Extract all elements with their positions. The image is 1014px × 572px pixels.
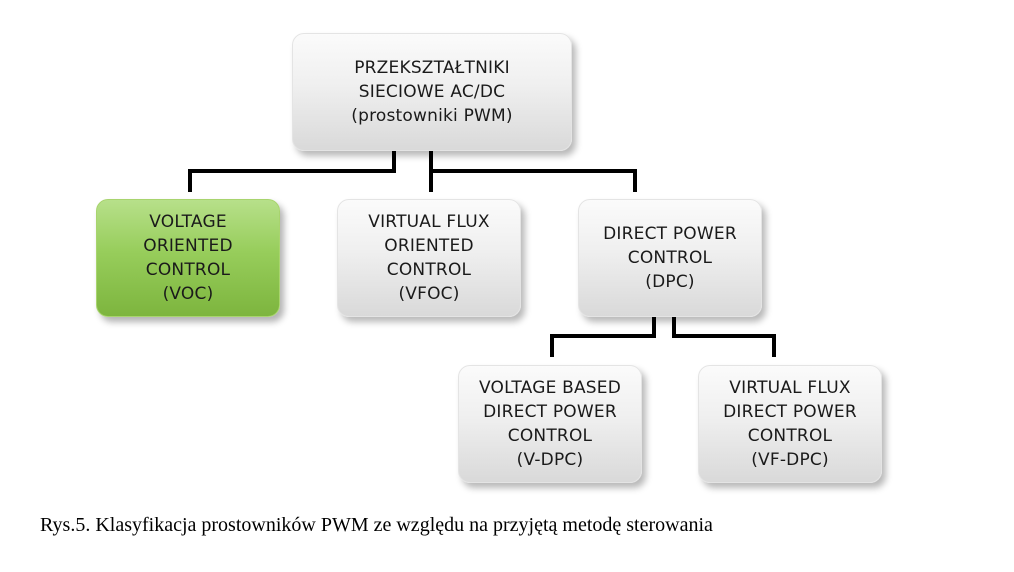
node-vfoc: VIRTUAL FLUX ORIENTED CONTROL (VFOC) bbox=[337, 199, 521, 317]
node-voc-line: (VOC) bbox=[162, 284, 214, 304]
connector-root-to-dpc bbox=[429, 169, 637, 173]
node-vdpc-line: DIRECT POWER bbox=[483, 402, 617, 422]
node-dpc: DIRECT POWER CONTROL (DPC) bbox=[578, 199, 762, 317]
node-dpc-line: DIRECT POWER bbox=[603, 224, 737, 244]
node-vfoc-line: ORIENTED bbox=[384, 236, 474, 256]
node-root-line: PRZEKSZTAŁTNIKI bbox=[354, 58, 510, 78]
connector-root-to-dpc bbox=[633, 169, 637, 192]
node-vfoc-line: CONTROL bbox=[386, 260, 472, 280]
node-voc-line: VOLTAGE bbox=[149, 212, 227, 232]
node-voc: VOLTAGE ORIENTED CONTROL (VOC) bbox=[96, 199, 280, 317]
connector-dpc-to-vdpc bbox=[550, 334, 554, 357]
connector-dpc-to-vfdpc bbox=[672, 334, 776, 338]
connector-dpc-to-vfdpc bbox=[772, 334, 776, 357]
node-vfdpc: VIRTUAL FLUX DIRECT POWER CONTROL (VF-DP… bbox=[698, 365, 882, 483]
node-voc-line: CONTROL bbox=[145, 260, 231, 280]
node-vfoc-line: VIRTUAL FLUX bbox=[368, 212, 490, 232]
node-vdpc-line: (V-DPC) bbox=[516, 450, 584, 470]
node-vfdpc-line: (VF-DPC) bbox=[751, 450, 829, 470]
node-vdpc-line: VOLTAGE BASED bbox=[478, 378, 622, 398]
figure-caption: Rys.5. Klasyfikacja prostowników PWM ze … bbox=[40, 514, 713, 536]
node-vfoc-line: (VFOC) bbox=[398, 284, 460, 304]
node-dpc-line: (DPC) bbox=[645, 272, 695, 292]
connector-dpc-to-vfdpc bbox=[672, 317, 676, 337]
node-root-pwm-converters: PRZEKSZTAŁTNIKI SIECIOWE AC/DC (prostown… bbox=[292, 33, 572, 151]
node-dpc-line: CONTROL bbox=[627, 248, 713, 268]
node-vfdpc-line: DIRECT POWER bbox=[723, 402, 857, 422]
node-vfdpc-line: CONTROL bbox=[747, 426, 833, 446]
connector-root-to-voc bbox=[188, 169, 192, 192]
node-root-line: (prostowniki PWM) bbox=[351, 106, 513, 126]
connector-dpc-to-vdpc bbox=[652, 317, 656, 337]
connector-dpc-to-vdpc bbox=[550, 334, 656, 338]
node-vdpc-line: CONTROL bbox=[507, 426, 593, 446]
node-voc-line: ORIENTED bbox=[143, 236, 233, 256]
node-vdpc: VOLTAGE BASED DIRECT POWER CONTROL (V-DP… bbox=[458, 365, 642, 483]
node-vfdpc-line: VIRTUAL FLUX bbox=[729, 378, 851, 398]
connector-root-to-voc bbox=[188, 169, 396, 173]
node-root-line: SIECIOWE AC/DC bbox=[358, 82, 506, 102]
connector-root-to-voc bbox=[392, 150, 396, 172]
